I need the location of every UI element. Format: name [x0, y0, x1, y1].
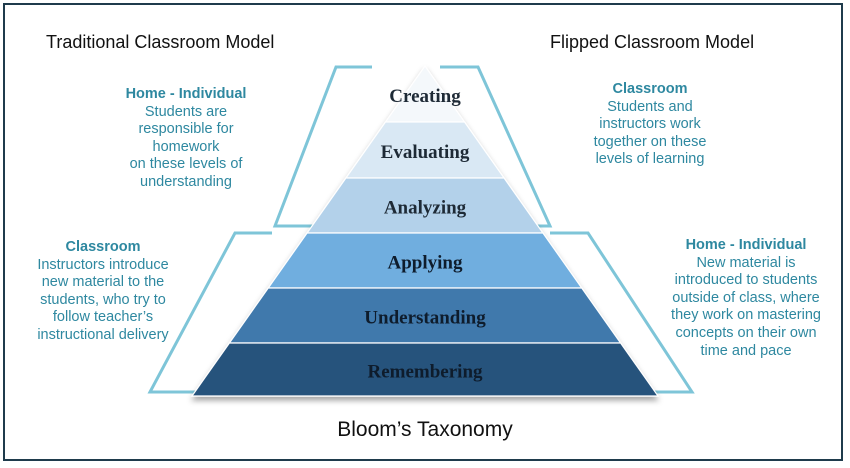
bracket-traditional-upper	[272, 65, 372, 228]
note-line: levels of learning	[595, 151, 705, 168]
note-line: instructional delivery	[37, 326, 169, 343]
note-line: new material to the	[41, 274, 165, 291]
note-flipped-classroom: Classroom Students and instructors work …	[565, 81, 735, 169]
pyramid-level-label: Remembering	[367, 362, 483, 383]
traditional-model-header: Traditional Classroom Model	[46, 32, 275, 52]
pyramid-level-label: Evaluating	[381, 142, 470, 163]
note-line: responsible for	[138, 121, 234, 138]
note-line: Students and	[607, 98, 693, 115]
note-line: follow teacher’s	[52, 309, 154, 326]
bracket-traditional-lower	[147, 231, 272, 394]
note-line: students, who try to	[40, 291, 166, 308]
note-flipped-home: Home - Individual New material is introd…	[652, 237, 840, 360]
pyramid-level-label: Creating	[389, 86, 461, 107]
pyramid-level-label: Understanding	[364, 308, 486, 329]
note-title: Classroom	[65, 239, 141, 255]
flipped-model-header: Flipped Classroom Model	[550, 32, 755, 52]
note-title: Classroom	[612, 81, 688, 97]
note-line: Instructors introduce	[37, 256, 169, 273]
note-line: instructors work	[599, 116, 701, 133]
pyramid-level-label: Analyzing	[384, 198, 467, 219]
note-line: together on these	[593, 133, 707, 150]
note-line: they work on mastering	[671, 307, 821, 324]
note-line: on these levels of	[129, 156, 243, 173]
note-line: homework	[152, 138, 220, 155]
diagram-caption: Bloom’s Taxonomy	[337, 418, 513, 441]
note-line: New material is	[696, 254, 796, 271]
note-line: concepts on their own	[675, 324, 817, 341]
pyramid-level-label: Applying	[388, 253, 463, 274]
note-title: Home - Individual	[685, 237, 807, 253]
note-line: outside of class, where	[672, 289, 820, 306]
note-line: Students are	[144, 103, 228, 120]
note-traditional-home: Home - Individual Students are responsib…	[98, 86, 274, 192]
note-title: Home - Individual	[125, 86, 247, 102]
note-line: introduced to students	[674, 272, 818, 289]
note-line: time and pace	[700, 342, 792, 359]
note-line: understanding	[140, 173, 232, 190]
note-traditional-classroom: Classroom Instructors introduce new mate…	[20, 239, 186, 345]
pyramid-level-remembering	[190, 342, 660, 397]
bracket-flipped-lower	[550, 231, 695, 394]
